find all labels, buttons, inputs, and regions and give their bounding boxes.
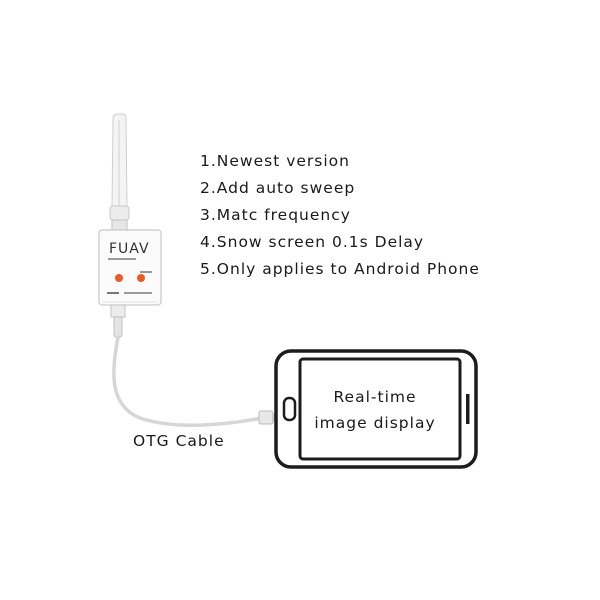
- feature-list: 1.Newest version 2.Add auto sweep 3.Matc…: [200, 148, 480, 283]
- otg-cable: [112, 335, 264, 427]
- feature-item: 5.Only applies to Android Phone: [200, 260, 480, 278]
- phone-screen-text: Real-time image display: [300, 384, 450, 436]
- feature-item: 4.Snow screen 0.1s Delay: [200, 233, 425, 251]
- uvc-receiver-icon: [98, 229, 162, 338]
- smartphone-icon: [274, 349, 478, 469]
- feature-item: 3.Matc frequency: [200, 206, 351, 224]
- phone-screen-line2: image display: [314, 414, 436, 432]
- feature-item: 1.Newest version: [200, 152, 350, 170]
- feature-item: 2.Add auto sweep: [200, 179, 356, 197]
- receiver-brand-label: FUAV: [109, 241, 150, 257]
- phone-screen-line1: Real-time: [333, 388, 417, 406]
- otg-cable-label: OTG Cable: [133, 432, 225, 450]
- antenna-icon: [109, 113, 130, 233]
